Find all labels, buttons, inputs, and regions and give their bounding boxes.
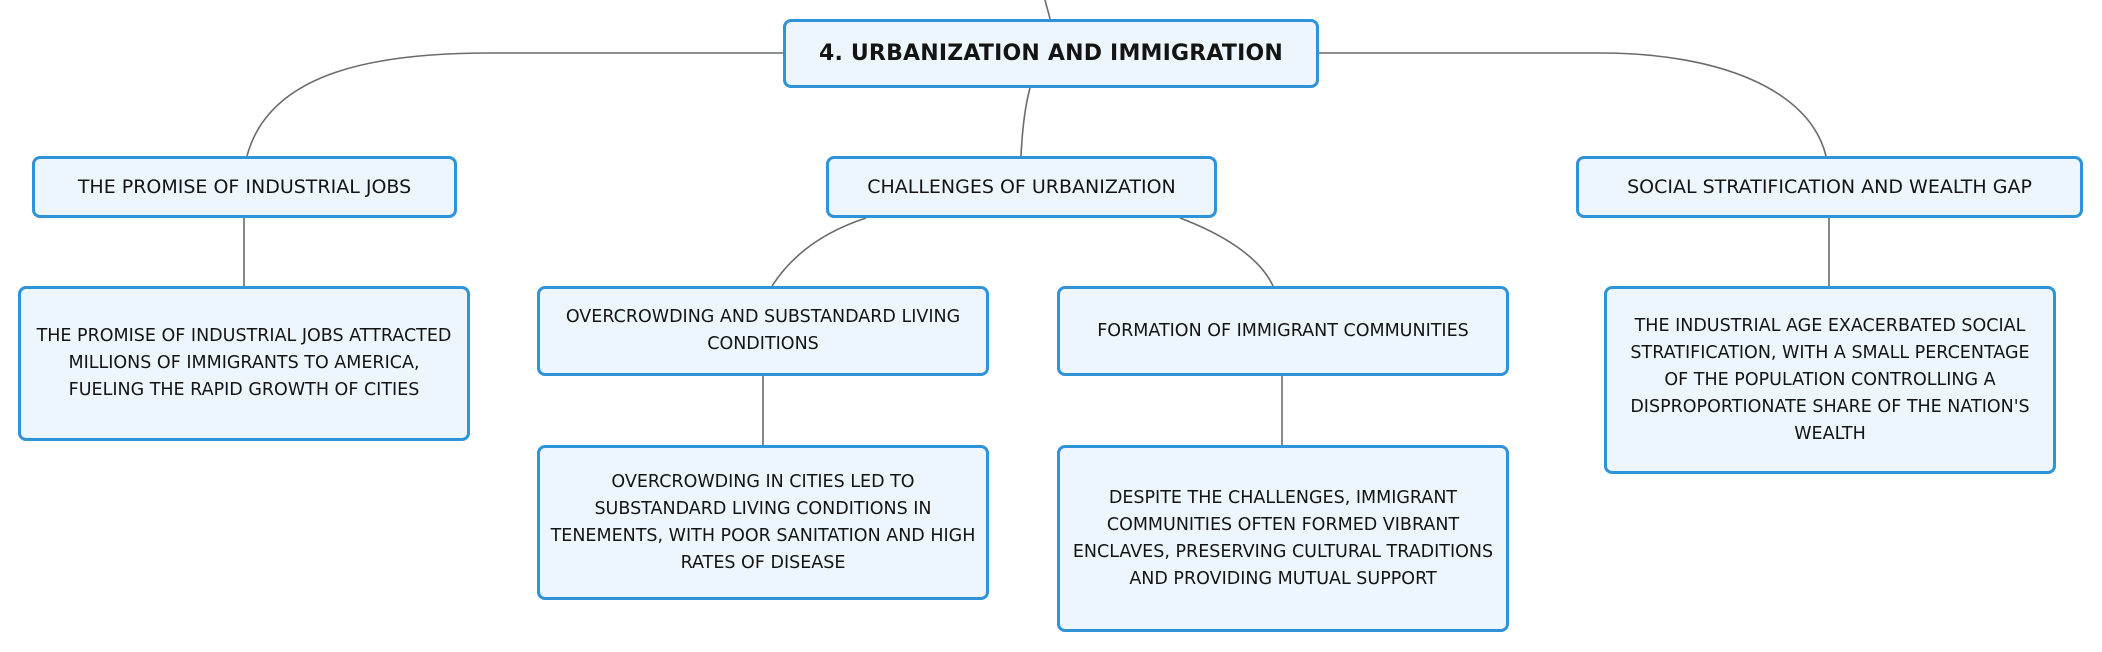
topic-label: CHALLENGES OF URBANIZATION [867, 176, 1176, 198]
detail-text: OVERCROWDING IN CITIES LED TO SUBSTANDAR… [550, 471, 976, 573]
connector-root-jobs [246, 52, 783, 157]
topic-label: THE PROMISE OF INDUSTRIAL JOBS [77, 176, 412, 198]
subtopic-node-immigrant-communities[interactable]: FORMATION OF IMMIGRANT COMMUNITIES [1057, 286, 1509, 376]
root-node[interactable]: 4. URBANIZATION AND IMMIGRATION [783, 19, 1319, 88]
detail-node-overcrowding[interactable]: OVERCROWDING IN CITIES LED TO SUBSTANDAR… [537, 445, 989, 600]
root-label: 4. URBANIZATION AND IMMIGRATION [818, 41, 1284, 66]
topic-label: SOCIAL STRATIFICATION AND WEALTH GAP [1627, 176, 2032, 198]
detail-node-industrial-jobs[interactable]: THE PROMISE OF INDUSTRIAL JOBS ATTRACTED… [18, 286, 470, 441]
detail-text: DESPITE THE CHALLENGES, IMMIGRANT COMMUN… [1072, 487, 1494, 589]
topic-node-urbanization[interactable]: CHALLENGES OF URBANIZATION [826, 156, 1217, 218]
detail-text: THE PROMISE OF INDUSTRIAL JOBS ATTRACTED… [36, 326, 452, 400]
subtopic-label: OVERCROWDING AND SUBSTANDARD LIVING COND… [565, 307, 961, 354]
detail-node-immigrant-communities[interactable]: DESPITE THE CHALLENGES, IMMIGRANT COMMUN… [1057, 445, 1509, 632]
topic-node-social-stratification[interactable]: SOCIAL STRATIFICATION AND WEALTH GAP [1576, 156, 2083, 218]
connector-root-urban [1020, 87, 1031, 157]
subtopic-node-overcrowding[interactable]: OVERCROWDING AND SUBSTANDARD LIVING COND… [537, 286, 989, 376]
connector-root-parent [1044, 0, 1051, 20]
connector-urban-communities [1179, 217, 1274, 287]
topic-node-industrial-jobs[interactable]: THE PROMISE OF INDUSTRIAL JOBS [32, 156, 457, 218]
detail-node-social-stratification[interactable]: THE INDUSTRIAL AGE EXACERBATED SOCIAL ST… [1604, 286, 2056, 474]
connector-urban-overcrowd [771, 217, 867, 287]
subtopic-label: FORMATION OF IMMIGRANT COMMUNITIES [1097, 320, 1469, 341]
connector-root-social [1319, 52, 1827, 157]
detail-text: THE INDUSTRIAL AGE EXACERBATED SOCIAL ST… [1630, 315, 2030, 444]
